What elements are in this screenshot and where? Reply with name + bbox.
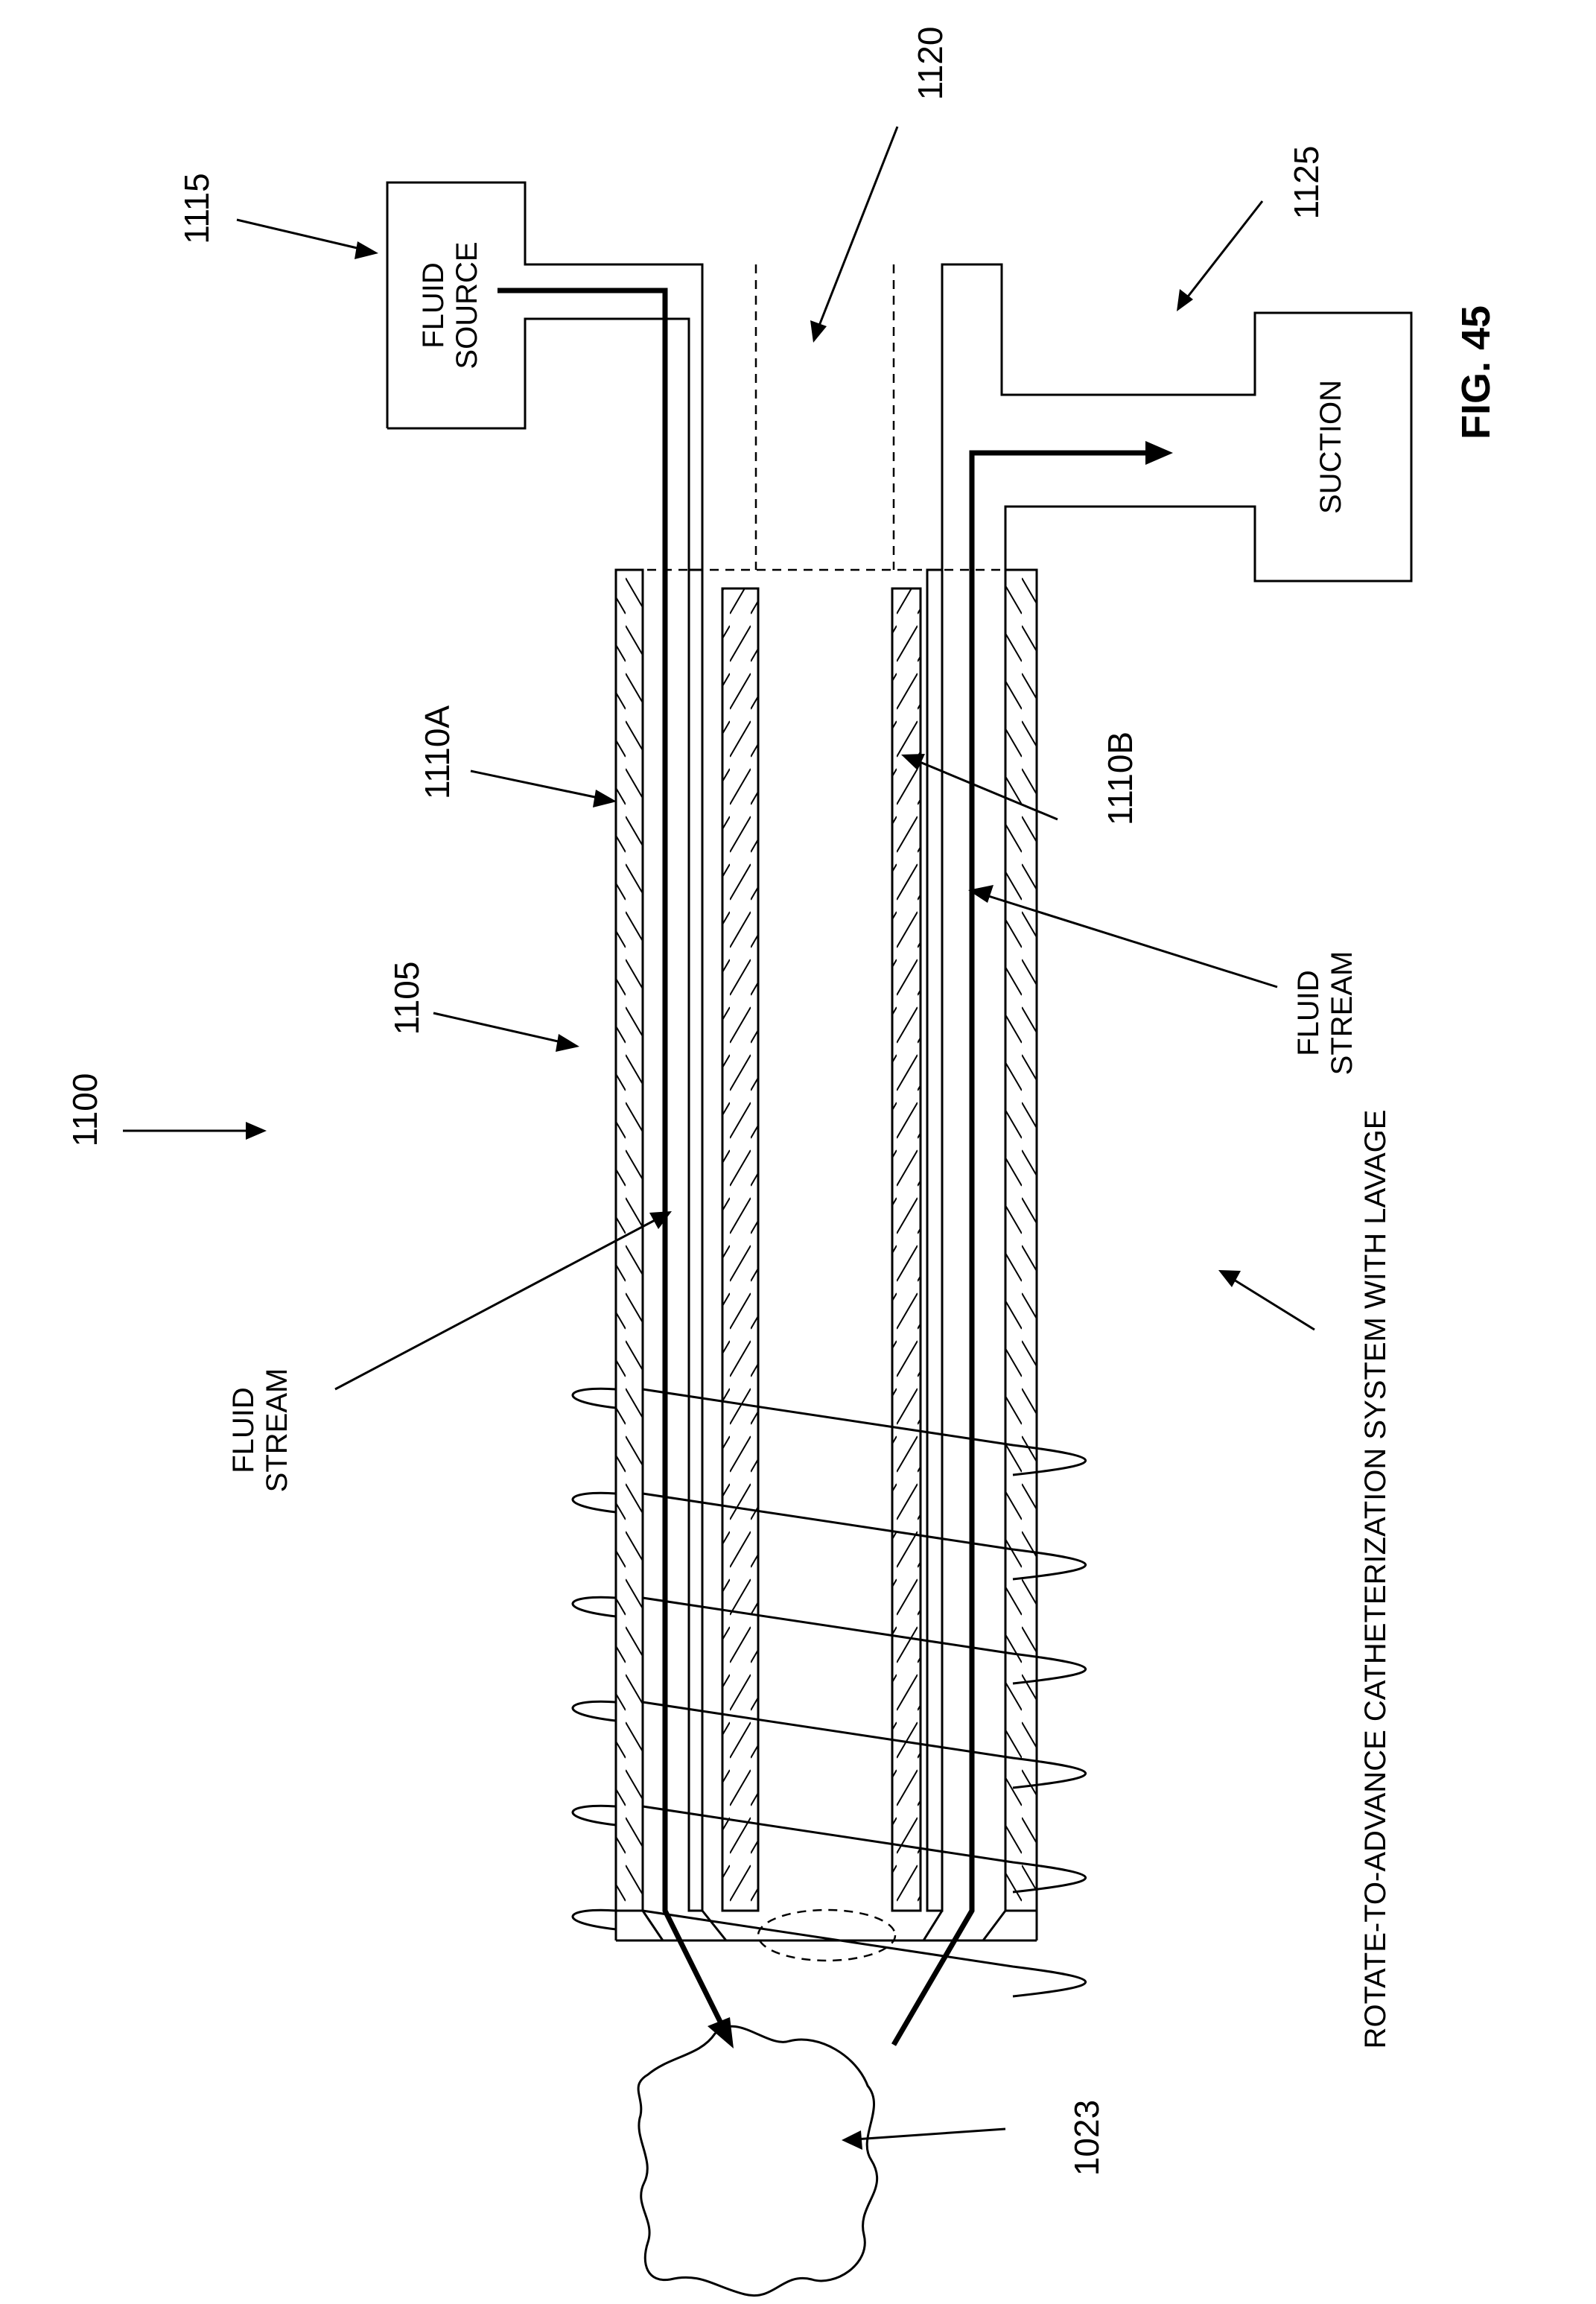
reference-numerals: 1100 1105 1110A 1110B 1115 1120 1125 102… xyxy=(66,27,1326,2177)
ref-1110b: 1110B xyxy=(1101,731,1139,825)
arrow-1115-head xyxy=(355,241,378,259)
ref-1120: 1120 xyxy=(911,27,950,101)
fluid-stream-upper-label-1: FLUID xyxy=(227,1387,260,1473)
port-b-edge xyxy=(923,1911,942,1940)
port-a-edge xyxy=(643,1911,663,1940)
arrow-1110a-head xyxy=(593,790,617,807)
arrow-1100-head xyxy=(246,1122,267,1140)
lumen-opening xyxy=(758,1910,895,1961)
arrow-1105-head xyxy=(556,1034,579,1052)
ref-1115: 1115 xyxy=(177,173,216,244)
fluid-source-unit: FLUID SOURCE xyxy=(387,183,702,570)
fluid-stream-lower-label-2: STREAM xyxy=(1326,951,1358,1076)
arrow-fluid-stream-upper xyxy=(335,1218,659,1389)
wall-a-outer xyxy=(616,570,643,1911)
figure-caption: ROTATE-TO-ADVANCE CATHETERIZATION SYSTEM… xyxy=(1359,1110,1392,2049)
wall-b-outer xyxy=(1005,570,1037,1911)
fluid-source-label-1: FLUID xyxy=(417,262,450,349)
suction-unit: SUCTION xyxy=(942,264,1411,581)
arrow-1120 xyxy=(818,127,897,329)
ref-1023: 1023 xyxy=(1067,2100,1106,2176)
fluid-stream-in-arrowhead xyxy=(708,2017,734,2048)
figure-label: FIG. 45 xyxy=(1454,305,1498,439)
arrow-1115 xyxy=(237,220,363,250)
ref-1100: 1100 xyxy=(66,1073,104,1147)
ref-1125: 1125 xyxy=(1287,146,1326,220)
port-b-edge-2 xyxy=(983,1911,1005,1940)
fluid-stream-lower-label-1: FLUID xyxy=(1292,970,1325,1056)
wall-b-inner xyxy=(892,588,921,1911)
arrow-1110a xyxy=(471,771,602,799)
fluid-source-box xyxy=(387,183,702,570)
ref-1105: 1105 xyxy=(387,962,426,1035)
fluid-stream-upper-label-2: STREAM xyxy=(261,1368,293,1493)
fluid-streams xyxy=(497,291,1173,2048)
leader-arrows xyxy=(123,127,1314,2150)
arrow-1125 xyxy=(1186,201,1262,299)
fluid-source-label-2: SOURCE xyxy=(451,241,483,369)
wall-a-inner xyxy=(722,588,758,1911)
arrow-caption xyxy=(1230,1278,1314,1330)
target-tissue xyxy=(638,2026,877,2295)
arrow-1023 xyxy=(855,2129,1005,2139)
arrow-1105 xyxy=(433,1013,565,1043)
port-a-edge-2 xyxy=(702,1911,726,1940)
arrow-1023-head xyxy=(842,2130,862,2150)
arrow-1120-head xyxy=(810,320,827,343)
ref-1110a: 1110A xyxy=(418,705,457,800)
fluid-stream-out-arrowhead xyxy=(1145,441,1173,465)
arrow-caption-head xyxy=(1218,1270,1241,1287)
suction-label: SUCTION xyxy=(1314,380,1347,514)
